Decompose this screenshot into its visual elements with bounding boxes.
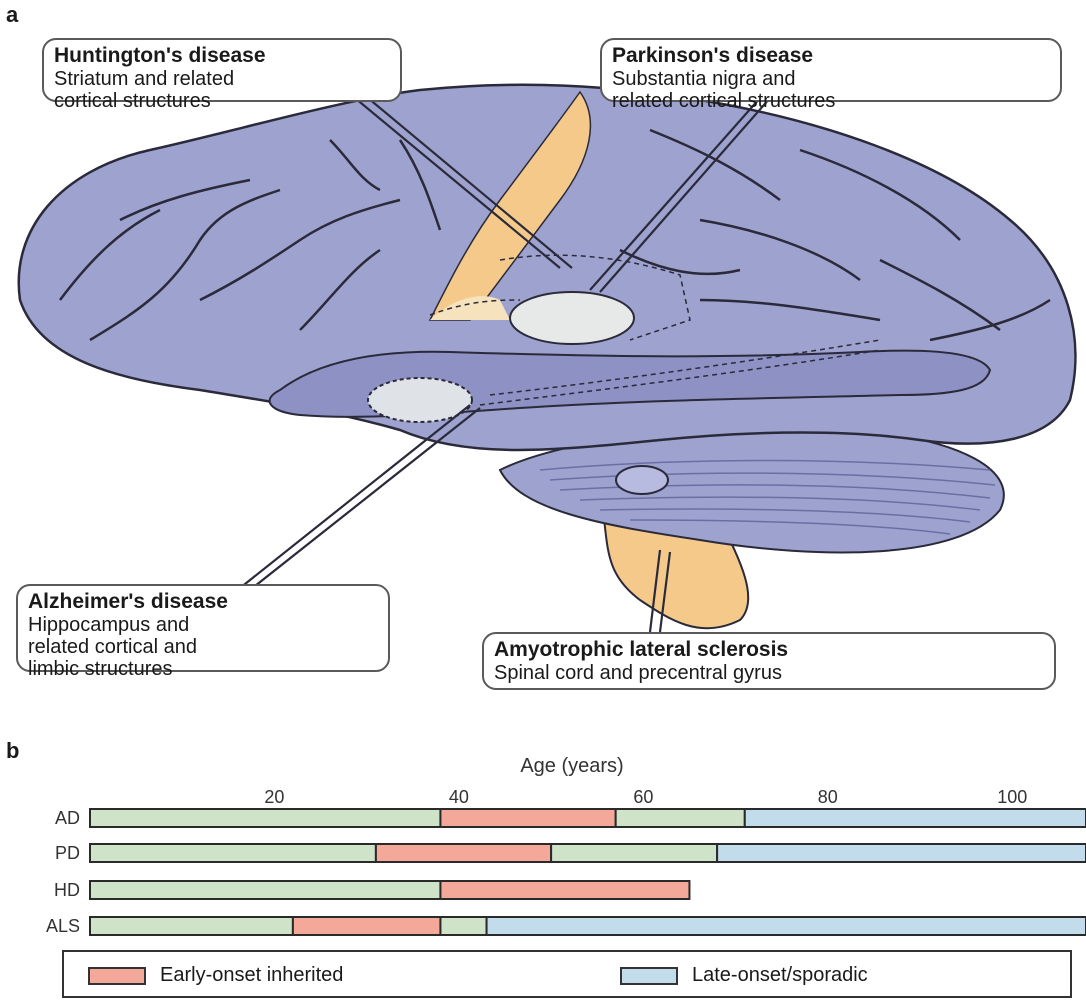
huntington-title: Huntington's disease (54, 44, 390, 68)
alzheimer-title: Alzheimer's disease (28, 590, 378, 614)
callout-parkinson: Parkinson's disease Substantia nigra and… (600, 38, 1062, 102)
legend-early-label: Early-onset inherited (160, 964, 343, 987)
bar-segment-green (90, 917, 293, 935)
row-label: PD (55, 843, 80, 863)
tick-label: 100 (997, 787, 1027, 807)
bar-segment-early (440, 809, 615, 827)
alzheimer-desc-3: limbic structures (28, 658, 378, 680)
axis-title: Age (years) (520, 755, 623, 777)
early-swatch (88, 967, 146, 985)
alzheimer-desc-1: Hippocampus and (28, 614, 378, 636)
als-desc-1: Spinal cord and precentral gyrus (494, 662, 1044, 684)
striatum-structure (510, 292, 634, 344)
axis-ticks: 20 40 60 80 100 (264, 787, 1027, 807)
bar-segment-green (90, 881, 440, 899)
parkinson-desc-1: Substantia nigra and (612, 68, 1050, 90)
als-title: Amyotrophic lateral sclerosis (494, 638, 1044, 662)
row-label: ALS (46, 916, 80, 936)
tick-label: 40 (449, 787, 469, 807)
parkinson-title: Parkinson's disease (612, 44, 1050, 68)
bar-segment-green (90, 809, 440, 827)
row-label: HD (54, 880, 80, 900)
bar-segment-green (90, 844, 376, 862)
parkinson-desc-2: related cortical structures (612, 90, 1050, 112)
legend-early: Early-onset inherited (88, 964, 343, 987)
bar-segment-early (293, 917, 441, 935)
bar-segment-late (745, 809, 1086, 827)
tick-label: 80 (818, 787, 838, 807)
bar-segment-green2 (616, 809, 745, 827)
bar-segment-early (440, 881, 689, 899)
onset-age-chart: Age (years) 20 40 60 80 100 AD PD HD ALS (0, 745, 1086, 955)
tick-label: 60 (633, 787, 653, 807)
tick-label: 20 (264, 787, 284, 807)
row-label: AD (55, 808, 80, 828)
alzheimer-desc-2: related cortical and (28, 636, 378, 658)
bar-segment-late (487, 917, 1086, 935)
legend-late: Late-onset/sporadic (620, 964, 868, 987)
callout-alzheimer: Alzheimer's disease Hippocampus and rela… (16, 584, 390, 672)
pons-structure (616, 466, 668, 494)
bar-segment-green2 (551, 844, 717, 862)
legend: Early-onset inherited Late-onset/sporadi… (62, 950, 1072, 998)
bar-segment-green2 (440, 917, 486, 935)
legend-late-label: Late-onset/sporadic (692, 964, 868, 987)
bar-segment-early (376, 844, 551, 862)
chart-rows: AD PD HD ALS (46, 808, 1086, 936)
callout-huntington: Huntington's disease Striatum and relate… (42, 38, 402, 102)
late-swatch (620, 967, 678, 985)
bar-segment-late (717, 844, 1086, 862)
huntington-desc-1: Striatum and related (54, 68, 390, 90)
callout-als: Amyotrophic lateral sclerosis Spinal cor… (482, 632, 1056, 690)
huntington-desc-2: cortical structures (54, 90, 390, 112)
